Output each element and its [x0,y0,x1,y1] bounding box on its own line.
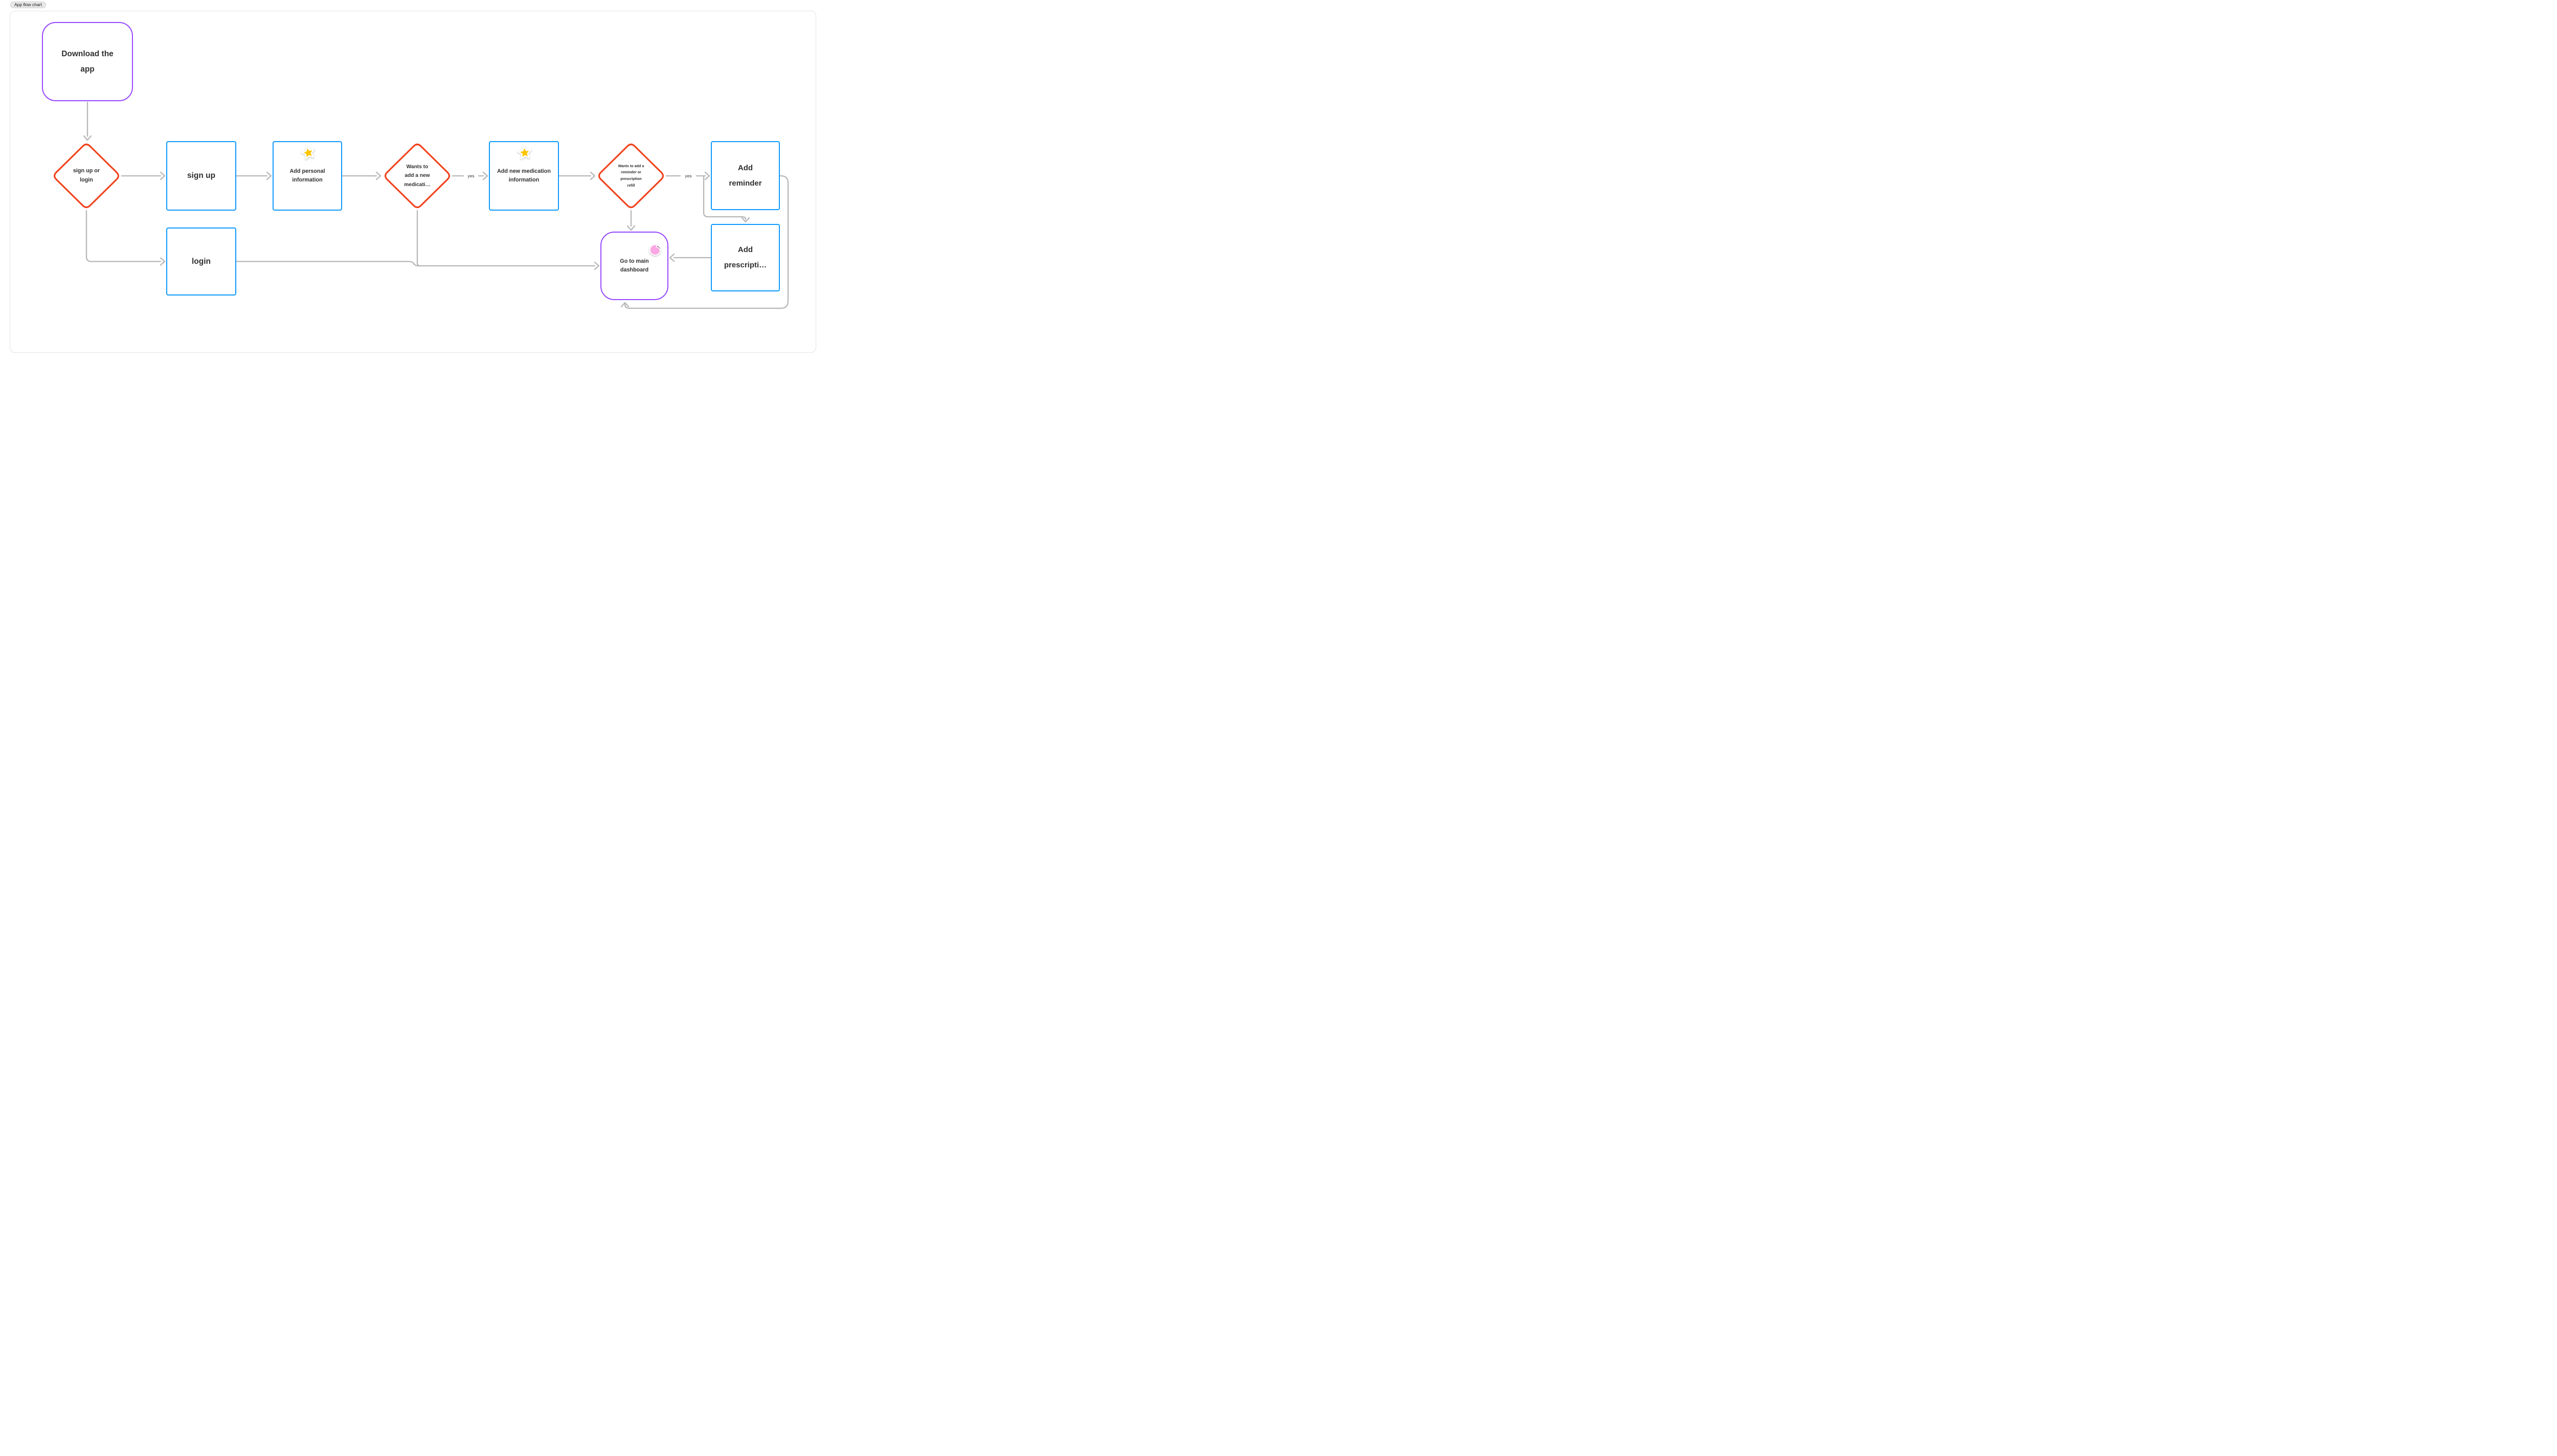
node-label: Wants to add a reminder or prescription … [618,163,644,188]
board-title-label: App flow chart [14,2,42,8]
node-add-reminder[interactable]: Add reminder [711,141,780,210]
edge-reminder-decision-yes[interactable] [665,171,750,223]
board-title-tag[interactable]: App flow chart [10,2,46,8]
connectors-layer [83,101,789,309]
edge-medication-decision-yes[interactable] [452,171,488,180]
node-label: Wants to add a new medicati… [404,164,431,188]
edge-label-yes-reminder[interactable]: yes [684,173,693,178]
node-add-prescription[interactable]: Add prescripti… [711,224,780,291]
node-sign-up-or-login-decision[interactable]: sign up or login [51,141,122,211]
edge-sign-up-to-personal-info[interactable] [235,171,272,180]
diamond-shape [53,143,120,209]
node-add-personal-information[interactable]: Add personal information [273,141,342,211]
node-label: Add new medication information [497,168,551,183]
edge-medication-info-to-reminder-decision[interactable] [558,171,596,180]
edge-decision-to-login[interactable] [85,210,166,266]
figjam-board: App flow chart [0,0,826,364]
node-label: sign up [187,171,216,180]
node-download-the-app[interactable]: Download the app [42,22,133,101]
node-label: login [191,257,211,266]
peeled-circle-sticker-icon[interactable] [647,242,663,257]
node-label: sign up or login [73,168,100,183]
node-label: Download the app [61,50,114,74]
diamond-shape [598,143,664,209]
edge-personal-info-to-medication-decision[interactable] [341,171,382,180]
node-login[interactable]: login [166,228,236,295]
node-sign-up[interactable]: sign up [166,141,236,211]
star-sticker-icon[interactable] [299,144,318,162]
edge-label-yes-medication[interactable]: yes [466,173,476,178]
edge-reminder-decision-to-dashboard[interactable] [626,210,636,231]
node-wants-reminder-or-refill-decision[interactable]: Wants to add a reminder or prescription … [596,141,666,211]
diamond-shape [384,143,451,209]
node-go-to-main-dashboard[interactable]: Go to main dashboard [600,232,668,300]
node-label: Add personal information [289,168,325,183]
node-wants-new-medication-decision[interactable]: Wants to add a new medicati… [382,141,453,211]
node-add-new-medication-information[interactable]: Add new medication information [489,141,559,211]
node-label: Go to main dashboard [620,258,649,273]
edge-reminder-loop-to-dashboard[interactable] [620,175,789,309]
edge-decision-to-sign-up[interactable] [121,171,166,180]
node-label: Add reminder [729,163,762,188]
edge-login-to-dashboard[interactable] [235,261,600,270]
edge-download-to-signup-decision[interactable] [83,101,92,141]
edge-medication-decision-no-down[interactable] [416,210,421,267]
star-sticker-icon[interactable] [517,145,533,162]
node-label: Add prescripti… [724,245,767,269]
edge-prescription-to-dashboard[interactable] [669,253,712,262]
